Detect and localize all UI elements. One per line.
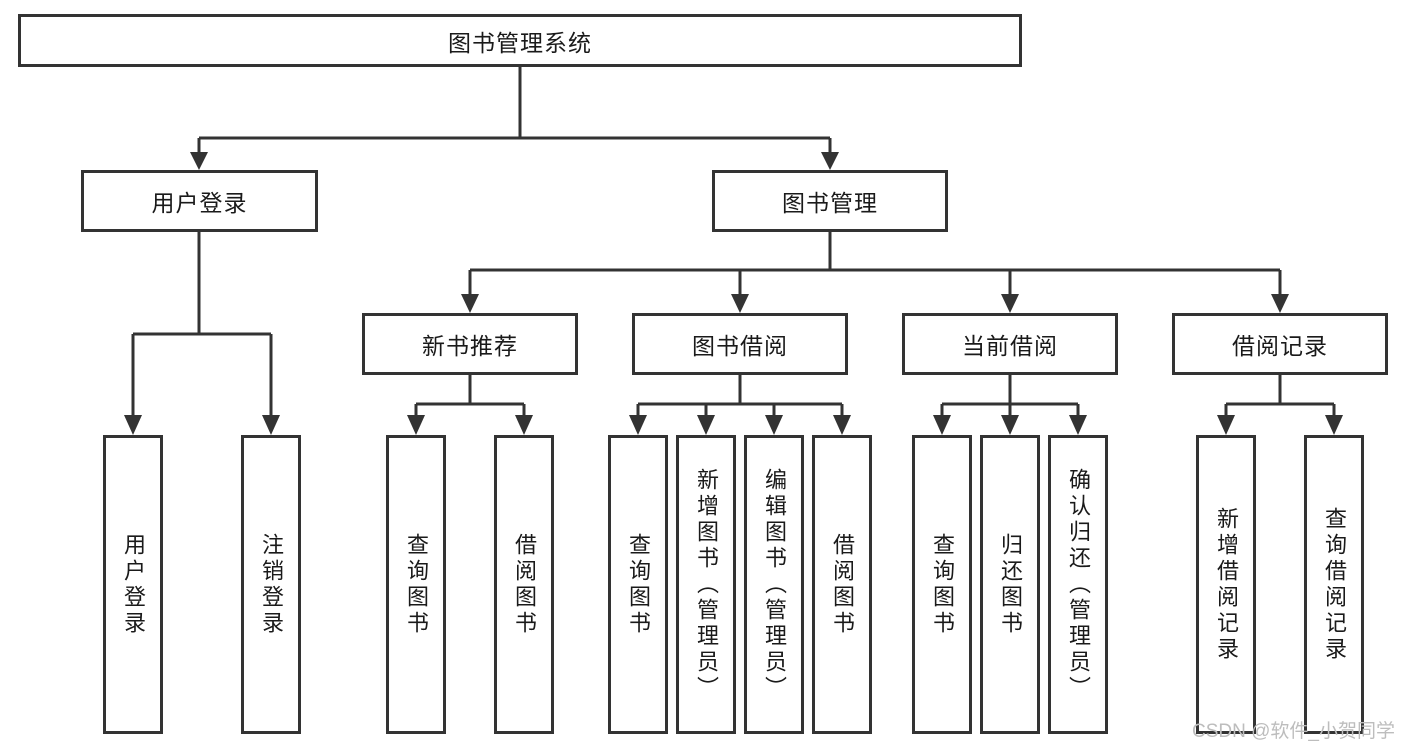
node-book-borrow[interactable]: 图书借阅 [632,313,848,375]
arrowhead-borrow-record [1271,294,1289,313]
leaf-label: 查询图书 [626,532,651,637]
arrowhead-cb-leaf2 [1001,415,1019,435]
node-label: 图书借阅 [692,333,788,359]
leaf-label-wrap: 借阅图书 [497,438,551,731]
leaf-label: 用户登录 [121,532,146,637]
leaf-edit-book-admin[interactable]: 编辑图书（管理员） [744,435,804,734]
leaf-label: 新增图书（管理员） [694,467,719,702]
arrowhead-bb-leaf2 [697,415,715,435]
leaf-label-wrap: 查询借阅记录 [1307,438,1361,731]
leaf-add-borrow-record[interactable]: 新增借阅记录 [1196,435,1256,734]
leaf-confirm-return-admin[interactable]: 确认归还（管理员） [1048,435,1108,734]
node-new-book-recommend[interactable]: 新书推荐 [362,313,578,375]
arrowhead-new-book [461,294,479,313]
leaf-label: 查询图书 [930,532,955,637]
leaf-label-wrap: 查询图书 [915,438,969,731]
leaf-label-wrap: 归还图书 [983,438,1037,731]
leaf-return-book[interactable]: 归还图书 [980,435,1040,734]
arrowhead-nb-leaf1 [407,415,425,435]
arrowhead-bb-leaf3 [765,415,783,435]
arrowhead-nb-leaf2 [515,415,533,435]
node-label: 新书推荐 [422,333,518,359]
arrowhead-book-mgmt [821,152,839,170]
leaf-label: 编辑图书（管理员） [762,467,787,702]
arrowhead-br-leaf1 [1217,415,1235,435]
leaf-borrow-book[interactable]: 借阅图书 [812,435,872,734]
leaf-logout[interactable]: 注销登录 [241,435,301,734]
leaf-label-wrap: 查询图书 [611,438,665,731]
leaf-label: 借阅图书 [830,532,855,637]
leaf-label: 注销登录 [259,532,284,637]
leaf-label: 借阅图书 [512,532,537,637]
arrowhead-user-login [190,152,208,170]
leaf-label-wrap: 用户登录 [106,438,160,731]
leaf-label: 查询借阅记录 [1322,506,1347,663]
leaf-query-borrow-record[interactable]: 查询借阅记录 [1304,435,1364,734]
arrowhead-current-borrow [1001,294,1019,313]
leaf-add-book-admin[interactable]: 新增图书（管理员） [676,435,736,734]
node-label: 当前借阅 [962,333,1058,359]
arrowhead-bb-leaf4 [833,415,851,435]
leaf-label: 新增借阅记录 [1214,506,1239,663]
leaf-label-wrap: 新增图书（管理员） [679,438,733,731]
arrowhead-cb-leaf1 [933,415,951,435]
leaf-borrow-book-new-recommend[interactable]: 借阅图书 [494,435,554,734]
leaf-label-wrap: 新增借阅记录 [1199,438,1253,731]
node-label: 用户登录 [151,190,248,216]
leaf-label: 查询图书 [404,532,429,637]
node-current-borrow[interactable]: 当前借阅 [902,313,1118,375]
leaf-label: 归还图书 [998,532,1023,637]
arrowhead-leaf-user-login [124,415,142,435]
arrowhead-book-borrow [731,294,749,313]
node-label: 图书管理系统 [448,29,592,56]
arrowhead-bb-leaf1 [629,415,647,435]
leaf-query-book-current[interactable]: 查询图书 [912,435,972,734]
node-user-login[interactable]: 用户登录 [81,170,318,232]
connector-group [124,67,1343,435]
leaf-label: 确认归还（管理员） [1066,467,1091,702]
leaf-label-wrap: 注销登录 [244,438,298,731]
node-book-management[interactable]: 图书管理 [712,170,948,232]
leaf-label-wrap: 确认归还（管理员） [1051,438,1105,731]
leaf-query-book-new-recommend[interactable]: 查询图书 [386,435,446,734]
leaf-label-wrap: 借阅图书 [815,438,869,731]
arrowhead-br-leaf2 [1325,415,1343,435]
node-borrow-record[interactable]: 借阅记录 [1172,313,1388,375]
node-label: 图书管理 [782,190,878,216]
arrowhead-cb-leaf3 [1069,415,1087,435]
arrowhead-leaf-logout [262,415,280,435]
leaf-user-login[interactable]: 用户登录 [103,435,163,734]
node-root-book-management-system[interactable]: 图书管理系统 [18,14,1022,67]
leaf-label-wrap: 查询图书 [389,438,443,731]
leaf-query-book-borrow[interactable]: 查询图书 [608,435,668,734]
node-label: 借阅记录 [1232,333,1328,359]
leaf-label-wrap: 编辑图书（管理员） [747,438,801,731]
